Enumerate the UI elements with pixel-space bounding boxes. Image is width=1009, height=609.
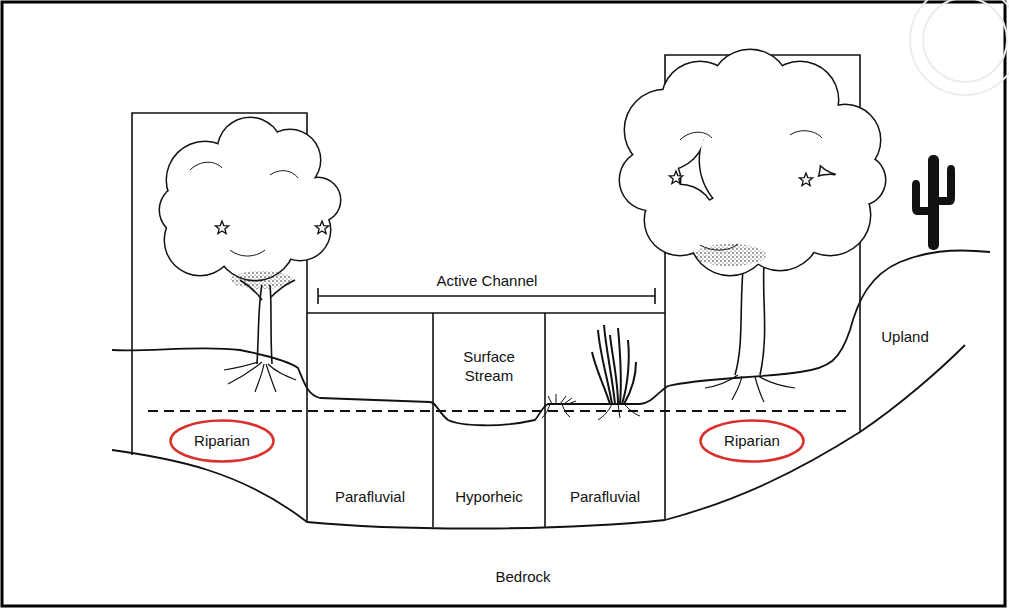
zone-name: Riparian xyxy=(194,431,250,451)
cactus-part xyxy=(912,180,930,215)
tree-right-part-part xyxy=(620,150,680,210)
tree-right-part-part xyxy=(732,376,742,400)
tree-left-part-part xyxy=(270,171,298,178)
active-channel-bracket xyxy=(318,288,655,304)
tree-left-part xyxy=(160,118,340,280)
hyporheic-zone: Surface StreamHyporheic xyxy=(433,313,545,525)
tree-left-part xyxy=(230,271,294,289)
grass xyxy=(542,325,640,420)
tree-left-part xyxy=(315,221,328,234)
grass-part-part xyxy=(548,394,576,404)
zone-boundary-part xyxy=(307,312,665,314)
tree-right-part xyxy=(694,244,766,266)
tree-right-part xyxy=(669,171,682,184)
active-channel-bracket-part xyxy=(317,288,319,304)
zone-name: Hyporheic xyxy=(455,487,523,507)
grass-part xyxy=(624,362,636,404)
tree-right-part-part xyxy=(758,376,795,388)
tree-left-part-part xyxy=(255,364,264,392)
tree-left-part-part xyxy=(224,362,258,370)
bedrock-label: Bedrock xyxy=(495,567,550,587)
tree-left-part-part xyxy=(266,364,276,392)
grass-part xyxy=(622,340,629,404)
ellipse-outline xyxy=(701,421,804,462)
tree-left-part-part xyxy=(190,162,222,170)
active-channel-bracket-part xyxy=(318,295,655,297)
tree-right-part xyxy=(799,173,812,186)
ground-surface-part xyxy=(112,250,990,425)
grass-part-part xyxy=(598,404,640,420)
parafluvial-zone: Parafluvial xyxy=(307,313,433,525)
tree-right-part-part xyxy=(680,132,712,140)
tree-left xyxy=(159,117,342,393)
zone-boundary xyxy=(132,55,860,527)
tree-right-part xyxy=(620,50,885,275)
tree-right-part-part xyxy=(755,377,764,402)
tree-right-part xyxy=(619,49,887,277)
tree-left-part xyxy=(215,221,228,234)
channel-label: Active Channel xyxy=(437,271,538,291)
watermark-part xyxy=(910,0,1009,95)
cactus-part xyxy=(937,165,955,205)
zone-label: Upland xyxy=(881,327,929,347)
tree-right-part-part xyxy=(700,100,820,220)
zone-name: Riparian xyxy=(724,431,780,451)
watermark-part xyxy=(923,0,1007,82)
grass-part-part xyxy=(542,404,570,418)
riparian-zone: Riparian xyxy=(699,419,805,463)
grass-part xyxy=(592,352,610,404)
zone-name: Parafluvial xyxy=(335,487,405,507)
bedrock-line-part xyxy=(112,345,965,529)
zone-name: Parafluvial xyxy=(570,487,640,507)
tree-left-part-part xyxy=(230,250,265,256)
zone-name: Surface Stream xyxy=(449,347,529,386)
riparian-zone: Riparian xyxy=(169,419,275,463)
tree-left-part xyxy=(224,362,296,392)
grass-part xyxy=(542,394,640,420)
water-table xyxy=(148,410,850,412)
tree-right-part xyxy=(680,131,822,250)
zone-boundary-part xyxy=(544,313,546,527)
parafluvial-zone: Parafluvial xyxy=(545,313,665,525)
tree-left-part xyxy=(190,162,298,256)
grass-part xyxy=(618,328,621,404)
tree-right-part xyxy=(705,375,795,402)
tree-right-part-part xyxy=(790,131,822,138)
bedrock-line xyxy=(112,345,965,529)
ground-surface xyxy=(112,250,990,425)
watermark xyxy=(910,0,1009,95)
cactus xyxy=(912,155,955,250)
tree-right-part-part xyxy=(705,375,738,388)
tree-left-part-part xyxy=(268,364,296,380)
active-channel-bracket-part xyxy=(654,288,656,304)
tree-left-part xyxy=(240,280,295,364)
grass-part xyxy=(610,335,618,404)
tree-left-part-part xyxy=(245,160,315,230)
ellipse-outline xyxy=(171,421,274,462)
tree-right xyxy=(619,49,887,403)
tree-left-part xyxy=(159,117,342,282)
zone-boundary-part xyxy=(432,313,434,527)
